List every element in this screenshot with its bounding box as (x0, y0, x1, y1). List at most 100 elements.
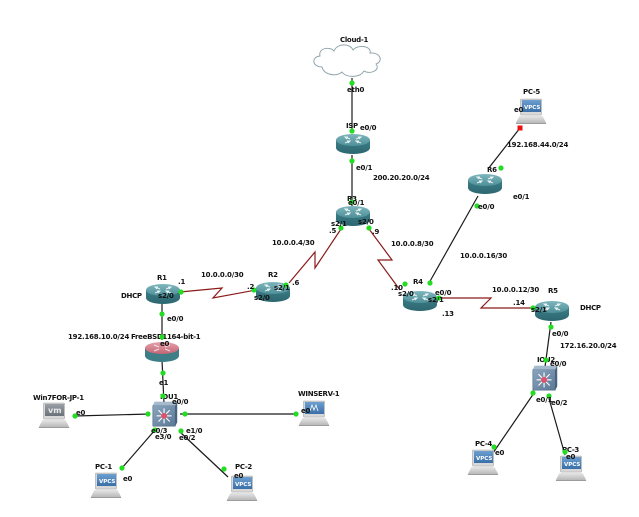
status-dot-up (160, 393, 166, 399)
port-label: e0/2 (551, 399, 568, 407)
vpcs-screen (522, 100, 541, 112)
port-label: s2/1 (428, 296, 444, 304)
node-r5[interactable]: R5 DHCP (534, 287, 601, 322)
node-pc-2[interactable]: VPCS PC-2 (226, 463, 258, 502)
node-pc-5[interactable]: VPCS PC-5 (515, 88, 547, 125)
port-label: s2/0 (358, 218, 374, 226)
port-label: e0 (234, 472, 244, 480)
ip-label: .9 (372, 228, 379, 236)
port-label: s2/1 (274, 284, 290, 292)
network-label: 172.16.20.0/24 (560, 342, 617, 350)
node-isp[interactable]: ISP (335, 122, 371, 155)
status-dot-down (517, 125, 523, 131)
status-dot-up (72, 413, 78, 419)
vpcs-screen (233, 477, 252, 489)
status-dot-up (349, 80, 355, 86)
port-label: e3/0 (155, 433, 172, 441)
node-win7[interactable]: vm Win7FOR-JP-1 (33, 394, 85, 429)
links-layer (74, 78, 566, 478)
port-label: e0/1 (356, 164, 373, 172)
link-iou1-win7[interactable] (74, 413, 151, 417)
network-label: 10.0.0.8/30 (391, 240, 434, 248)
status-dot-up (366, 225, 372, 231)
vpcs-screen (97, 474, 116, 486)
status-dot-up (178, 428, 184, 434)
node-label: PC-2 (235, 463, 252, 471)
status-dot-up (182, 411, 188, 417)
link-iou2-pc3[interactable] (547, 394, 566, 456)
status-dot-up (562, 449, 568, 455)
network-label: 10.0.0.16/30 (460, 252, 507, 260)
port-label: e0/1 (513, 193, 530, 201)
port-label: e0 (566, 453, 576, 461)
screen-text: VPCS (476, 456, 492, 462)
ip-label: .13 (442, 310, 454, 318)
node-freebsd[interactable]: FreeBSD1164-bit-1 (131, 333, 201, 363)
port-label: e0/3 (151, 427, 168, 435)
link-r6-pc5[interactable] (487, 127, 521, 170)
node-r4[interactable]: R4 (402, 278, 438, 312)
node-label: R6 (487, 166, 497, 174)
status-dot-up (178, 289, 184, 295)
node-r1[interactable]: R1 DHCP (121, 274, 181, 305)
status-dot-up (293, 411, 299, 417)
port-label: e0 (495, 449, 505, 457)
node-pc-1[interactable]: VPCS PC-1 (90, 463, 122, 499)
node-label: Cloud-1 (340, 36, 368, 44)
port-label: e0/0 (360, 124, 377, 132)
link-r1-r2-serial[interactable] (179, 287, 257, 299)
port-label: e1 (159, 379, 169, 387)
node-winserv[interactable]: WINSERV-1 (298, 390, 340, 427)
link-r4-r6[interactable] (428, 195, 479, 284)
status-dot-up (349, 199, 355, 205)
status-dot-up (160, 370, 166, 376)
switch-icon (532, 365, 558, 391)
status-dot-up (436, 295, 442, 301)
vpcs-screen (562, 457, 581, 469)
status-dot-up (402, 281, 408, 287)
status-dot-up (498, 165, 504, 171)
port-label: eth0 (347, 86, 364, 94)
screen-text: VPCS (235, 482, 251, 488)
port-label: e0 (123, 475, 133, 483)
ip-label: .1 (178, 278, 185, 286)
port-label: s2/0 (254, 294, 270, 302)
port-label: e0/0 (435, 289, 452, 297)
node-cloud-1[interactable]: Cloud-1 (313, 36, 381, 77)
node-pc-4[interactable]: VPCS PC-4 (467, 440, 499, 476)
node-iou1[interactable]: IOU1 (152, 393, 179, 427)
link-r3-r2-serial[interactable] (288, 228, 342, 284)
monitor-icon (309, 403, 319, 412)
link-r3-r4-serial[interactable] (368, 228, 401, 291)
status-dot-up (546, 393, 552, 399)
port-label: e0 (76, 409, 86, 417)
link-r4-r5-serial[interactable] (438, 297, 533, 309)
status-dot-up (530, 390, 536, 396)
port-label: e1/0 (186, 427, 203, 435)
ip-label: .10 (391, 284, 403, 292)
labels-layer: eth0 e0/0 e0/1 200.20.20.0/24 e0/1 s2/1 … (68, 86, 617, 483)
link-iou2-pc4[interactable] (492, 392, 535, 454)
status-dot-up (349, 128, 355, 134)
node-label: R5 (548, 287, 558, 295)
status-dot-up (145, 411, 151, 417)
link-iou1-pc1[interactable] (121, 429, 156, 469)
port-label: e0/1 (536, 396, 553, 404)
network-label: 10.0.0.4/30 (272, 239, 315, 247)
node-label: Win7FOR-JP-1 (33, 394, 84, 402)
node-label: PC-3 (562, 446, 579, 454)
node-r2[interactable]: R2 (255, 271, 291, 303)
port-label: s2/1 (531, 306, 547, 314)
status-dot-up (221, 466, 227, 472)
vm-screen (45, 404, 64, 416)
status-dot-up (152, 427, 158, 433)
node-r6[interactable]: R6 (467, 166, 503, 195)
node-pc-3[interactable]: VPCS PC-3 (555, 446, 587, 482)
node-r3[interactable]: R3 (335, 195, 371, 227)
port-label: e0/2 (179, 434, 196, 442)
status-dot-up (338, 225, 344, 231)
status-dot-up (119, 465, 125, 471)
link-iou1-pc2[interactable] (179, 431, 229, 478)
status-dot-up (427, 280, 433, 286)
